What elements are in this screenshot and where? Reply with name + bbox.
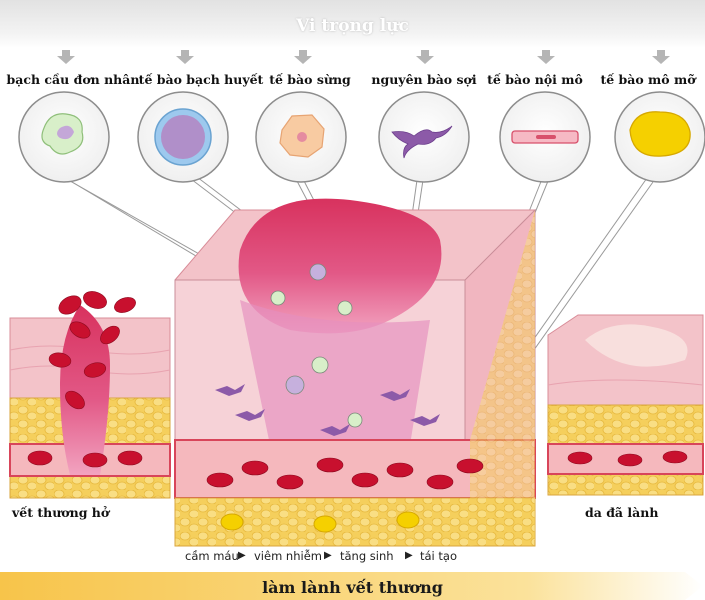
label-open-wound: vết thương hở [12, 505, 109, 520]
gravity-arrow [57, 50, 75, 64]
gravity-arrow [537, 50, 555, 64]
healing-wound-block [175, 199, 535, 546]
label-adipocyte: tế bào mô mỡ [600, 72, 695, 87]
gravity-arrow [176, 50, 194, 64]
label-fibroblast: nguyên bào sợi [371, 72, 476, 87]
cell-bubble-monocyte [19, 92, 109, 182]
phase-hemostasis: cầm máu [185, 549, 239, 563]
gravity-arrow [294, 50, 312, 64]
label-endothelial: tế bào nội mô [487, 72, 583, 87]
cell-bubble-adipocyte [615, 92, 705, 182]
footer-title: làm lành vết thương [0, 578, 705, 597]
phase-remodeling: tái tạo [420, 549, 457, 563]
label-keratinocyte: tế bào sừng [269, 72, 351, 87]
label-lymphocyte: tế bào bạch huyết [139, 72, 264, 87]
phase-arrow-icon: ▶ [324, 550, 332, 561]
gravity-arrow [416, 50, 434, 64]
gravity-arrow [652, 50, 670, 64]
open-wound-block [10, 288, 170, 498]
cell-bubble-keratinocyte [256, 92, 346, 182]
phase-proliferation: tăng sinh [340, 549, 394, 563]
cell-bubble-fibroblast [379, 92, 469, 182]
phase-inflammation: viêm nhiễm [254, 549, 322, 563]
gravity-arrows [57, 50, 670, 64]
healed-skin-block [548, 315, 703, 495]
adipocyte-icon [630, 112, 690, 156]
phase-arrow-icon: ▶ [405, 550, 413, 561]
label-monocyte: bạch cầu đơn nhân [7, 72, 140, 87]
cell-bubble-lymphocyte [138, 92, 228, 182]
label-healed-skin: da đã lành [585, 505, 658, 520]
phase-arrow-icon: ▶ [238, 550, 246, 561]
cell-bubble-endothelial [500, 92, 590, 182]
